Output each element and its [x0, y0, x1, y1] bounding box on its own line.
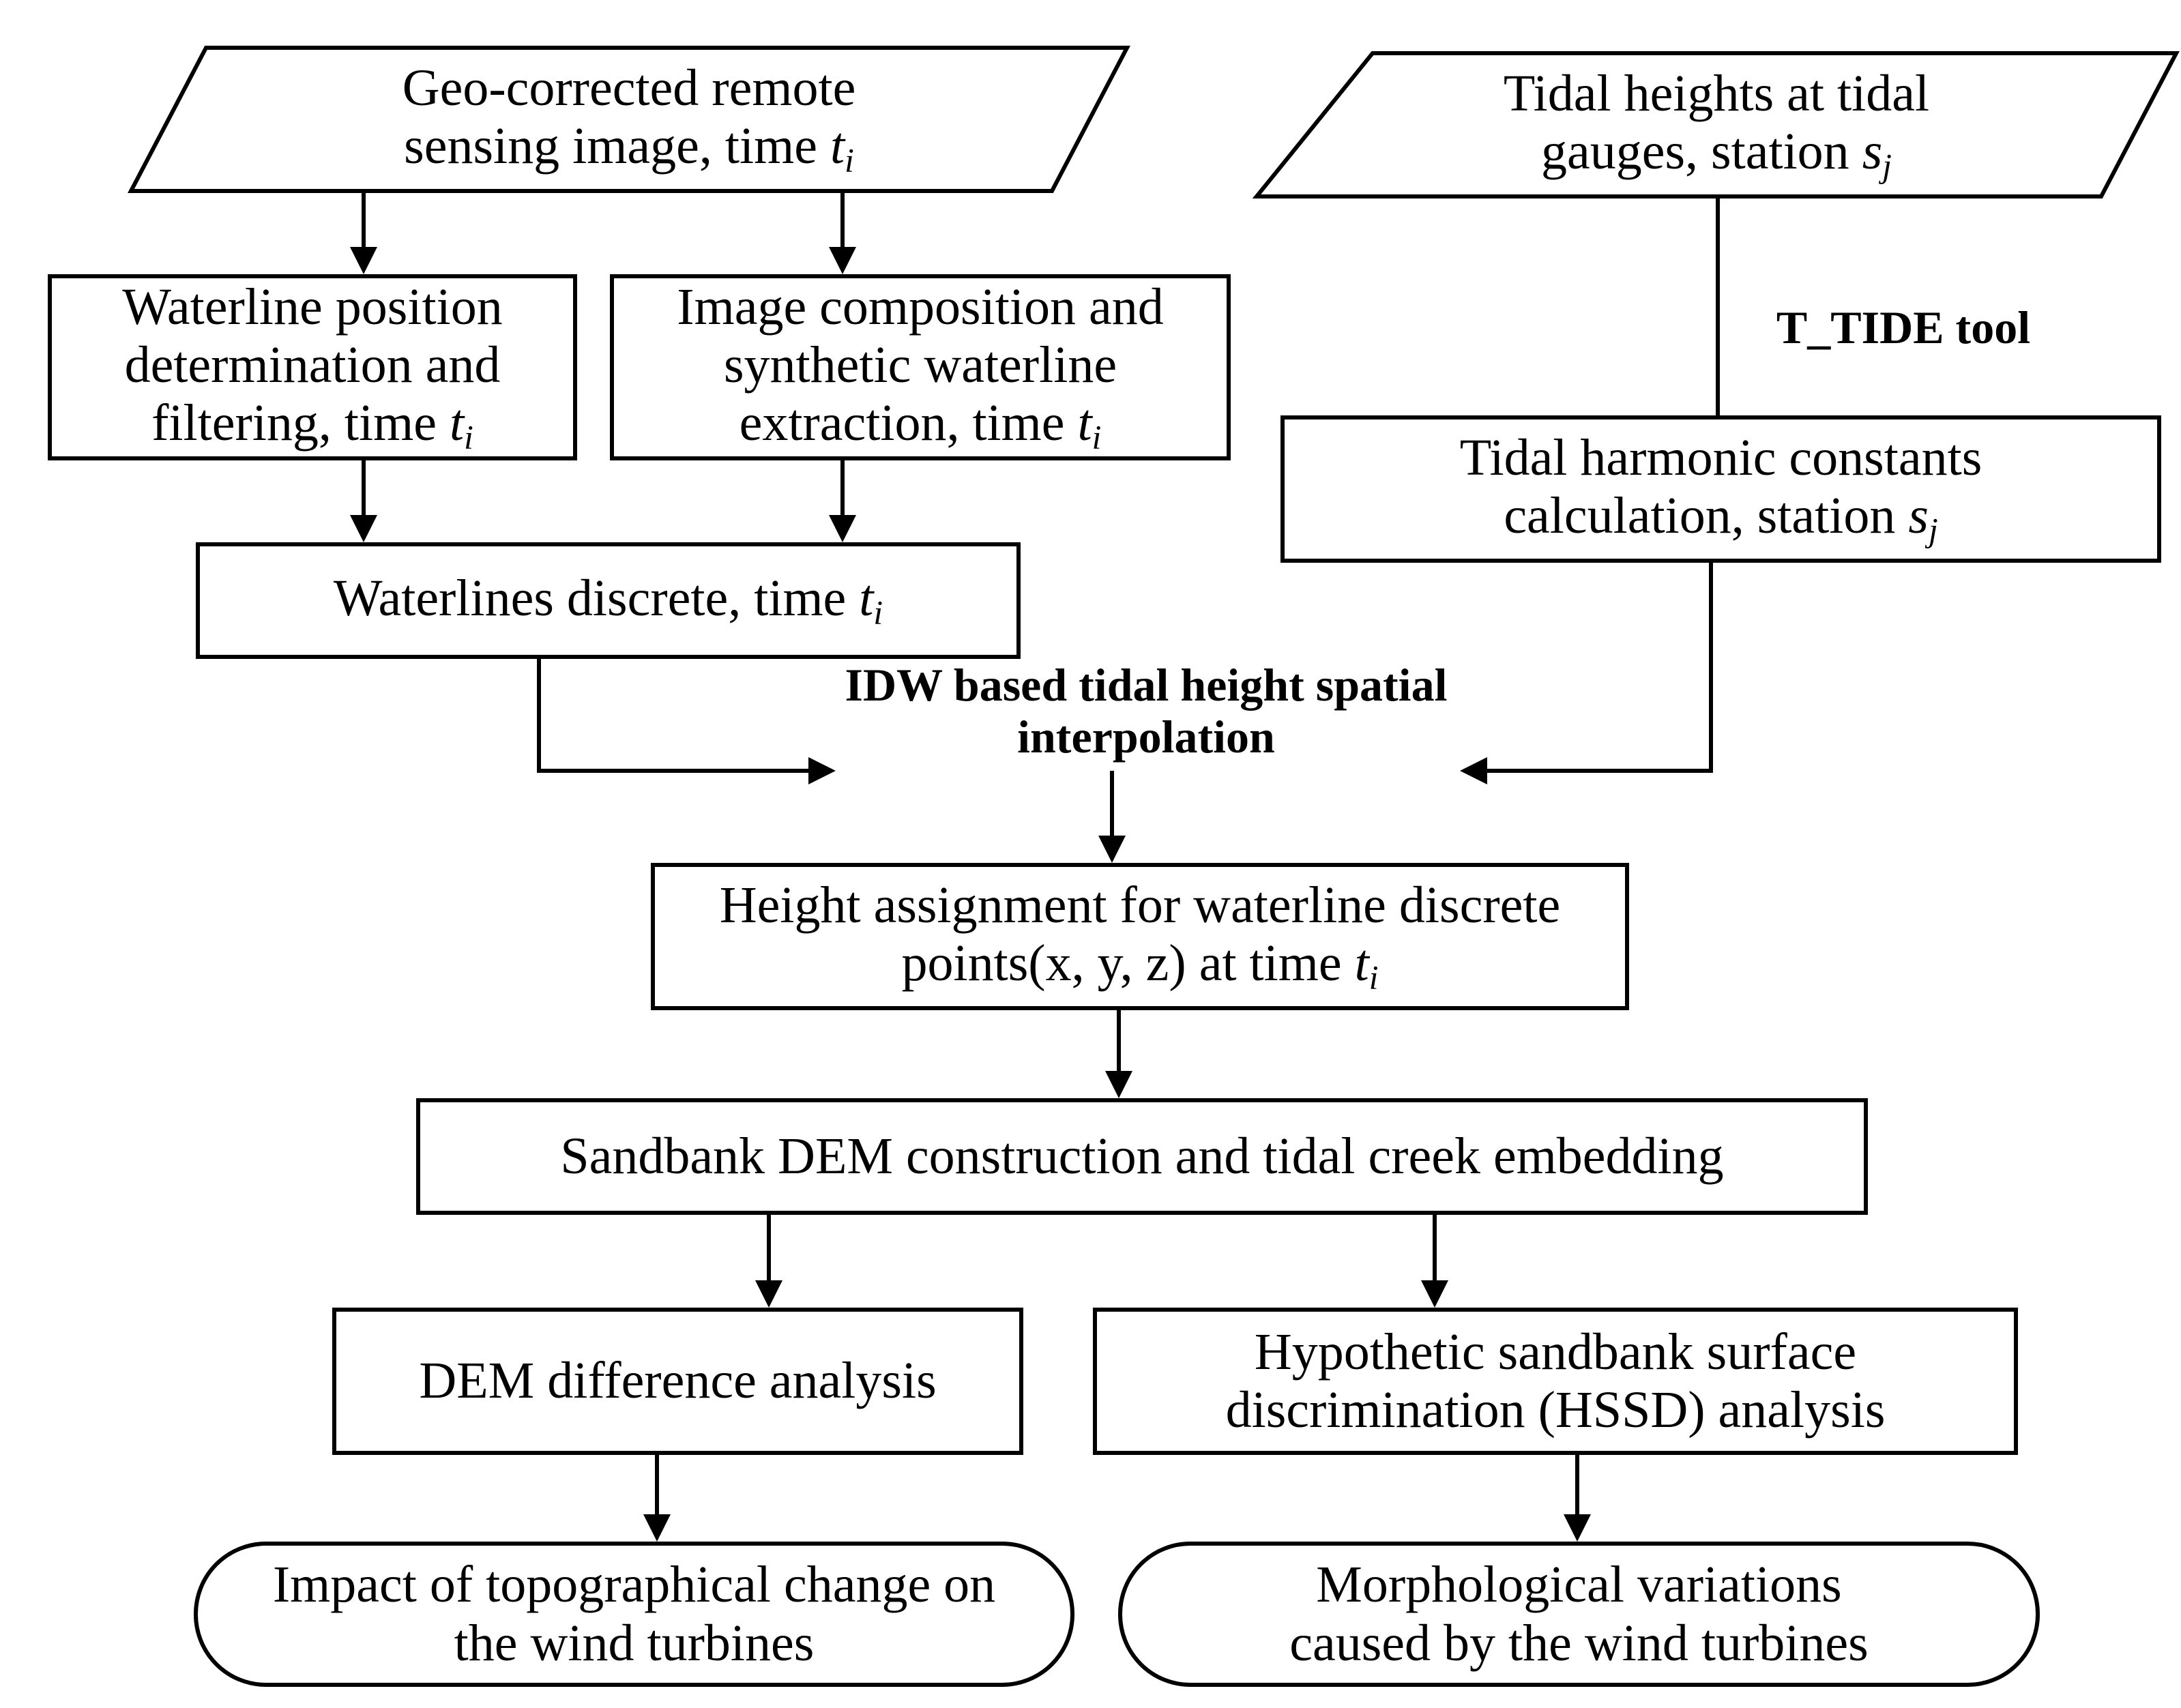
arrowhead-harmonic-to-idw	[1460, 757, 1487, 784]
height-assignment-box	[651, 863, 1629, 1010]
arrowhead-waterline-to-discrete	[350, 515, 377, 542]
morph-variations-terminal	[1118, 1542, 2040, 1687]
tidal-harmonic-text: Tidal harmonic constants calculation, st…	[1459, 429, 1982, 549]
geo-image-input-shape	[128, 46, 1130, 193]
arrowhead-geo-to-composition	[829, 247, 856, 274]
arrowhead-dem-to-hssd	[1421, 1280, 1448, 1308]
tidal-harmonic-box	[1280, 415, 2161, 563]
morph-variations-text: Morphological variations caused by the w…	[1289, 1556, 1869, 1672]
sandbank-dem-text: Sandbank DEM construction and tidal cree…	[560, 1127, 1724, 1185]
connector-discrete-to-idw	[537, 658, 808, 773]
arrowhead-hssd-to-morph	[1564, 1514, 1591, 1542]
hssd-box	[1093, 1308, 2018, 1455]
tidal-heights-input-shape	[1252, 51, 2180, 198]
arrowhead-geo-to-waterline	[350, 247, 377, 274]
image-composition-text: Image composition and synthetic waterlin…	[677, 278, 1164, 456]
waterlines-discrete-box	[196, 542, 1021, 659]
dem-difference-text: DEM difference analysis	[419, 1352, 937, 1410]
arrowhead-idw-to-height	[1098, 836, 1126, 863]
sandbank-dem-box	[416, 1098, 1868, 1215]
arrowhead-dem-to-difference	[755, 1280, 782, 1308]
tidal-heights-text: Tidal heights at tidal gauges, station s…	[1503, 65, 1930, 185]
impact-topo-terminal	[194, 1542, 1074, 1687]
arrowhead-height-to-dem	[1105, 1071, 1132, 1098]
waterline-position-box	[48, 274, 577, 460]
connector-harmonic-to-idw	[1487, 561, 1713, 773]
geo-image-text: Geo-corrected remote sensing image, time…	[402, 59, 856, 179]
dem-difference-box	[332, 1308, 1023, 1455]
hssd-text: Hypothetic sandbank surface discriminati…	[1225, 1323, 1886, 1439]
arrowhead-difference-to-impact	[643, 1514, 671, 1542]
waterlines-discrete-text: Waterlines discrete, time ti	[333, 570, 883, 632]
idw-label: IDW based tidal height spatial interpola…	[845, 659, 1448, 763]
arrowhead-composition-to-discrete	[829, 515, 856, 542]
waterline-position-text: Waterline position determination and fil…	[122, 278, 503, 456]
height-assignment-text: Height assignment for waterline discrete…	[719, 877, 1561, 997]
arrowhead-discrete-to-idw	[808, 757, 836, 784]
impact-topo-text: Impact of topographical change on the wi…	[272, 1556, 996, 1672]
image-composition-box	[610, 274, 1231, 460]
t-tide-label: T_TIDE tool	[1776, 301, 2031, 353]
